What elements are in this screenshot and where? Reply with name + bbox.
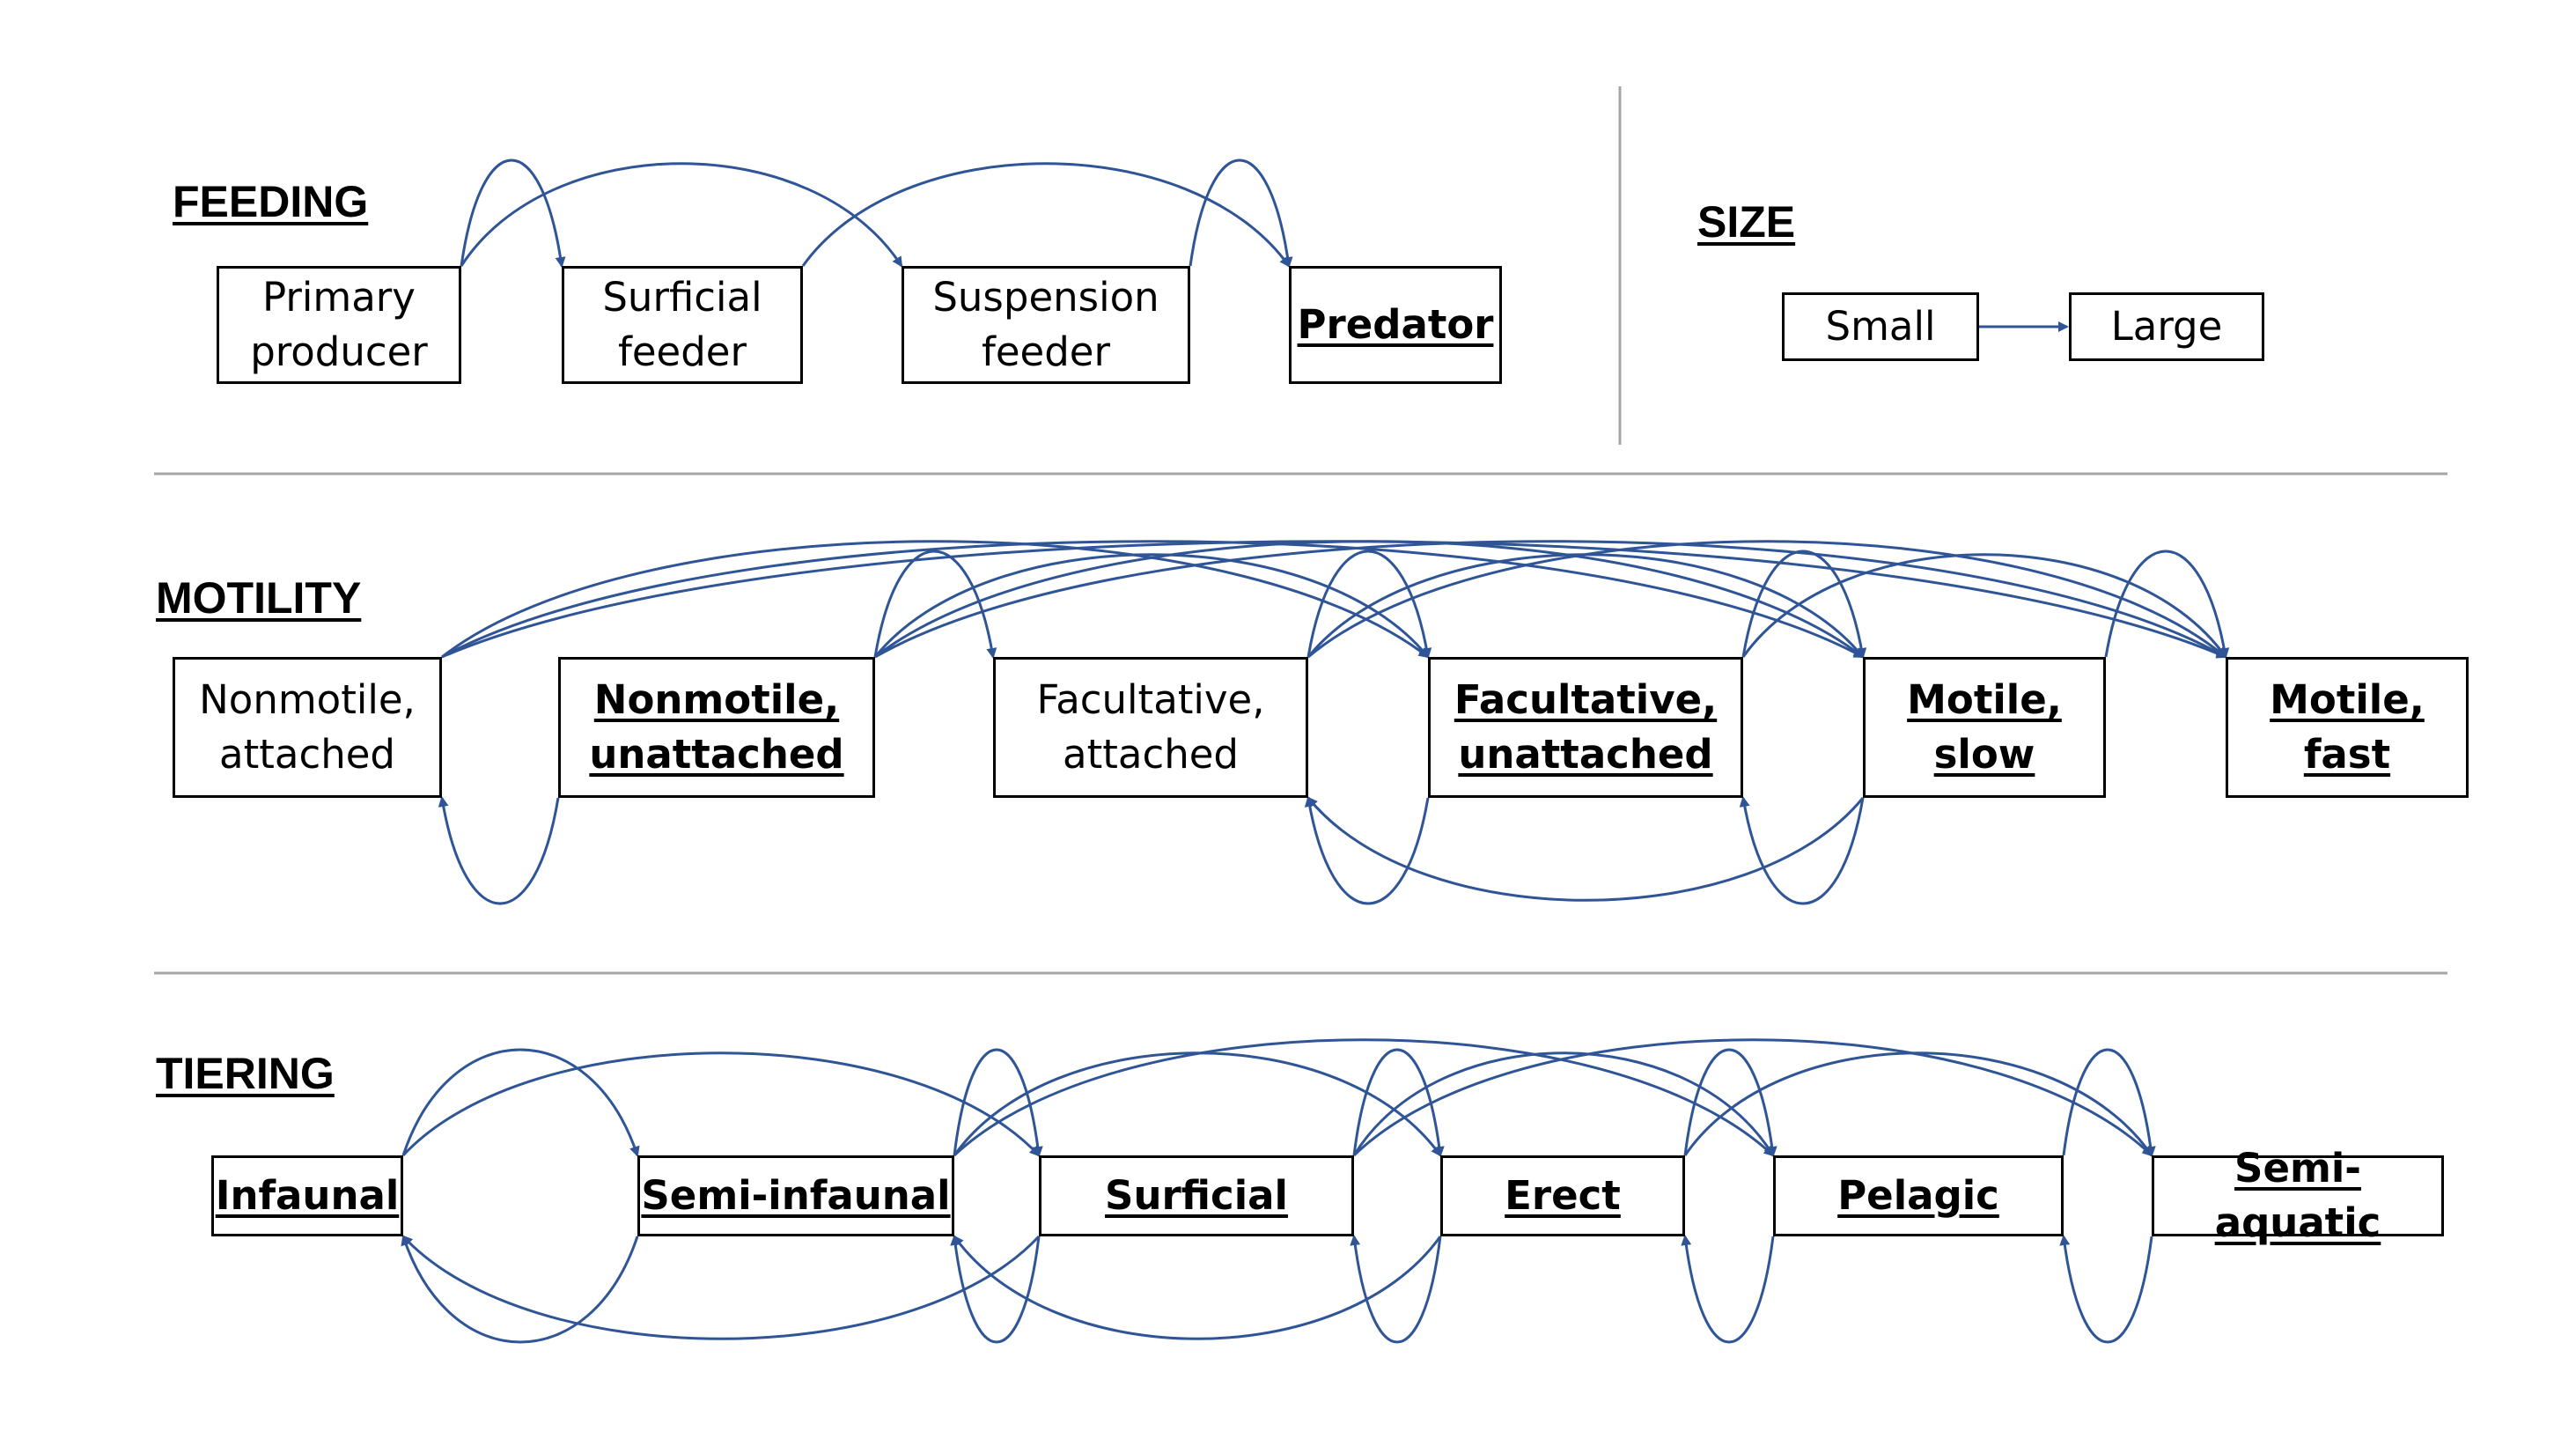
transition-arrow-m5-m4 xyxy=(1739,796,1865,905)
transition-arrow-t2-t4 xyxy=(953,1051,1442,1157)
transition-arrow-m3-m6 xyxy=(1307,540,2227,659)
transition-arrow-m2-m6 xyxy=(874,540,2227,659)
node-facultative-unattached: Facultative, unattached xyxy=(1428,657,1743,798)
node-label: Primary producer xyxy=(250,274,428,375)
size-heading: SIZE xyxy=(1697,197,1796,247)
node-surficial-feeder: Surficial feeder xyxy=(562,266,803,384)
transition-arrow-f1-f3 xyxy=(460,162,903,268)
transition-arrow-t5-t6 xyxy=(2062,1048,2156,1157)
transition-arrow-m1-m5 xyxy=(441,540,1865,659)
node-label: Predator xyxy=(1297,301,1494,348)
node-label: Erect xyxy=(1505,1172,1621,1219)
transition-arrow-t6-t5 xyxy=(2059,1235,2153,1344)
node-label: Surficial xyxy=(1105,1172,1288,1219)
node-semi-infaunal: Semi-infaunal xyxy=(637,1155,954,1236)
node-label: Infaunal xyxy=(215,1172,400,1219)
node-label: Motile, fast xyxy=(2270,676,2425,778)
node-pelagic: Pelagic xyxy=(1773,1155,2064,1236)
transition-arrow-t1-t2 xyxy=(401,1048,640,1157)
transition-arrow-t2-t3 xyxy=(953,1048,1043,1157)
transition-arrow-t3-t2 xyxy=(950,1235,1041,1344)
transition-arrow-t4-t2 xyxy=(953,1235,1442,1340)
node-suspension-feeder: Suspension feeder xyxy=(902,266,1190,384)
transition-arrow-m2-m1 xyxy=(438,796,560,905)
node-label: Semi-infaunal xyxy=(641,1172,951,1219)
transition-arrow-f3-f4 xyxy=(1189,159,1293,268)
node-label: Nonmotile, attached xyxy=(199,676,416,778)
transition-arrow-m4-m6 xyxy=(1741,553,2227,659)
transition-arrow-t3-t6 xyxy=(1352,1038,2153,1157)
node-nonmotile-unattached: Nonmotile, unattached xyxy=(558,657,875,798)
node-label: Facultative, attached xyxy=(1036,676,1265,778)
tiering-heading: TIERING xyxy=(156,1049,335,1098)
transition-arrow-t1-t3 xyxy=(401,1051,1041,1157)
node-motile-fast: Motile, fast xyxy=(2226,657,2469,798)
node-nonmotile-attached: Nonmotile, attached xyxy=(173,657,442,798)
transition-arrow-t3-t4 xyxy=(1352,1048,1445,1157)
transition-arrows xyxy=(401,159,2230,1344)
transition-arrow-t3-t1 xyxy=(401,1235,1041,1340)
transition-arrow-m4-m5 xyxy=(1741,550,1867,659)
node-label: Small xyxy=(1825,303,1936,350)
node-primary-producer: Primary producer xyxy=(217,266,461,384)
node-facultative-attached: Facultative, attached xyxy=(993,657,1308,798)
transition-arrow-t4-t5 xyxy=(1683,1048,1777,1157)
node-surficial: Surficial xyxy=(1039,1155,1354,1236)
node-predator: Predator xyxy=(1289,266,1502,384)
node-label: Semi-aquatic xyxy=(2214,1145,2381,1246)
node-large: Large xyxy=(2069,292,2264,361)
transition-arrow-t5-t4 xyxy=(1681,1235,1775,1344)
transition-arrow-t2-t1 xyxy=(401,1235,639,1344)
node-label: Surficial feeder xyxy=(602,274,762,375)
transition-arrow-t2-t5 xyxy=(953,1038,1775,1157)
node-motile-slow: Motile, slow xyxy=(1863,657,2106,798)
node-semi-aquatic: Semi-aquatic xyxy=(2152,1145,2444,1246)
transition-arrow-m2-m5 xyxy=(874,540,1865,659)
node-label: Facultative, unattached xyxy=(1454,676,1718,778)
node-label: Motile, slow xyxy=(1907,676,2062,778)
node-label: Large xyxy=(2110,303,2223,350)
feeding-heading: FEEDING xyxy=(173,177,369,226)
node-label: Pelagic xyxy=(1837,1172,1999,1219)
transition-arrow-m1-m4 xyxy=(441,540,1430,659)
motility-heading: MOTILITY xyxy=(156,573,362,623)
node-infaunal: Infaunal xyxy=(211,1155,403,1236)
transition-arrow-t3-t5 xyxy=(1352,1051,1775,1157)
node-label: Nonmotile, unattached xyxy=(589,676,844,778)
node-label: Suspension feeder xyxy=(932,274,1159,375)
transition-arrow-m2-m3 xyxy=(873,550,997,659)
transition-arrow-t4-t3 xyxy=(1350,1235,1442,1344)
node-small: Small xyxy=(1782,292,1979,361)
transition-arrow-m3-m4 xyxy=(1306,550,1432,659)
transition-arrow-f1-f2 xyxy=(460,159,566,268)
transition-arrow-m5-m3 xyxy=(1306,796,1865,902)
transition-arrow-f2-f4 xyxy=(801,162,1291,268)
transition-arrow-t4-t6 xyxy=(1683,1051,2153,1157)
transition-arrow-m2-m4 xyxy=(873,553,1430,659)
node-erect: Erect xyxy=(1440,1155,1685,1236)
transition-arrow-m4-m3 xyxy=(1304,796,1430,905)
transition-arrow-m5-m6 xyxy=(2104,550,2230,659)
